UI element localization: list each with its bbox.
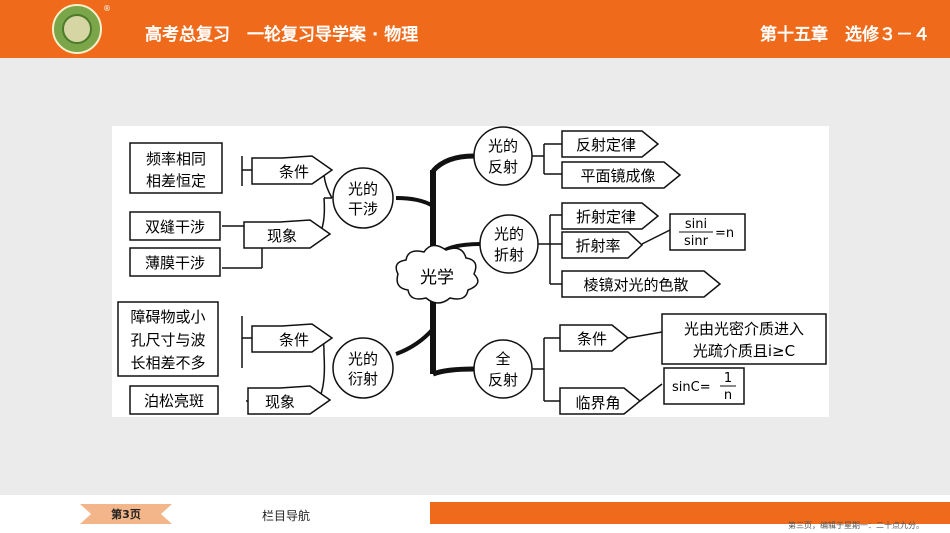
total-reflection-label-1: 全 xyxy=(495,350,510,368)
refraction-label-1: 光的 xyxy=(494,225,524,243)
diffraction-cond-line1: 障碍物或小 xyxy=(130,308,205,326)
phenomena-poisson-spot: 泊松亮斑 xyxy=(144,392,204,410)
reflection-label-2: 反射 xyxy=(488,158,518,176)
interference-cond-line1: 频率相同 xyxy=(146,150,206,168)
phenomena-thin-film: 薄膜干涉 xyxy=(145,254,205,272)
total-reflection-cond-line2: 光疏介质且i≥C xyxy=(693,342,795,360)
header-bar xyxy=(0,0,950,58)
critical-angle-formula-num: 1 xyxy=(724,371,732,386)
prism-dispersion: 棱镜对光的色散 xyxy=(583,276,688,294)
interference-phenomena-label: 现象 xyxy=(267,227,297,245)
interference-conditions-label: 条件 xyxy=(279,163,309,181)
refraction-law: 折射定律 xyxy=(576,208,636,226)
refraction-formula-num: sini xyxy=(685,217,707,232)
refraction-group: 光的 折射 折射定律 折射率 棱镜对光的色散 sini sinr =n xyxy=(479,202,746,298)
nav-link[interactable]: 栏目导航 xyxy=(262,509,311,523)
critical-angle-formula-lhs: sinC= xyxy=(672,380,711,395)
plane-mirror-imaging: 平面镜成像 xyxy=(580,167,655,185)
interference-group: 光的 干涉 条件 频率相同 相差恒定 现象 双缝干涉 薄膜干涉 xyxy=(129,142,394,277)
total-reflection-group: 全 反射 条件 光由光密介质进入 光疏介质且i≥C 临界角 sinC= 1 n xyxy=(473,313,827,415)
phenomena-double-slit: 双缝干涉 xyxy=(145,218,205,236)
reflection-group: 光的 反射 反射定律 平面镜成像 xyxy=(473,126,682,189)
header-title: 高考总复习 一轮复习导学案 · 物理 xyxy=(145,25,419,45)
diffraction-phenomena-label: 现象 xyxy=(265,393,295,411)
reflection-label-1: 光的 xyxy=(488,137,518,155)
page-number: 第3页 xyxy=(111,508,141,521)
critical-angle-formula-den: n xyxy=(724,388,732,403)
diffraction-cond-line3: 长相差不多 xyxy=(130,354,205,372)
interference-label-2: 干涉 xyxy=(348,200,378,218)
total-reflection-conditions-label: 条件 xyxy=(577,330,607,348)
center-cloud xyxy=(395,244,479,304)
critical-angle-label: 临界角 xyxy=(575,394,620,412)
diffraction-label-2: 衍射 xyxy=(348,370,378,388)
diffraction-cond-line2: 孔尺寸与波 xyxy=(130,331,205,349)
footer-bar xyxy=(430,502,950,524)
refraction-formula-rhs: =n xyxy=(715,226,734,241)
refractive-index: 折射率 xyxy=(575,237,620,255)
interference-cond-line2: 相差恒定 xyxy=(146,172,206,190)
reflection-law: 反射定律 xyxy=(576,136,636,154)
mind-map: 光学 光的 干涉 条件 频率相同 相差恒定 现象 双缝干涉 薄膜干涉 光的 衍射… xyxy=(112,126,829,417)
chapter-label: 第十五章 选修３－４ xyxy=(760,25,930,45)
diffraction-label-1: 光的 xyxy=(348,350,378,368)
page-note: 第三页，编辑于星期一：二十点九分。 xyxy=(788,521,924,530)
refraction-formula-den: sinr xyxy=(684,234,709,249)
interference-label-1: 光的 xyxy=(348,180,378,198)
diffraction-group: 光的 衍射 条件 障碍物或小 孔尺寸与波 长相差不多 现象 泊松亮斑 xyxy=(117,301,394,415)
page-tab xyxy=(80,504,172,524)
logo-icon: ® xyxy=(52,4,111,54)
diffraction-conditions-label: 条件 xyxy=(279,331,309,349)
refraction-label-2: 折射 xyxy=(494,246,524,264)
total-reflection-label-2: 反射 xyxy=(488,371,518,389)
total-reflection-cond-line1: 光由光密介质进入 xyxy=(684,320,804,338)
center-label: 光学 xyxy=(420,268,454,288)
